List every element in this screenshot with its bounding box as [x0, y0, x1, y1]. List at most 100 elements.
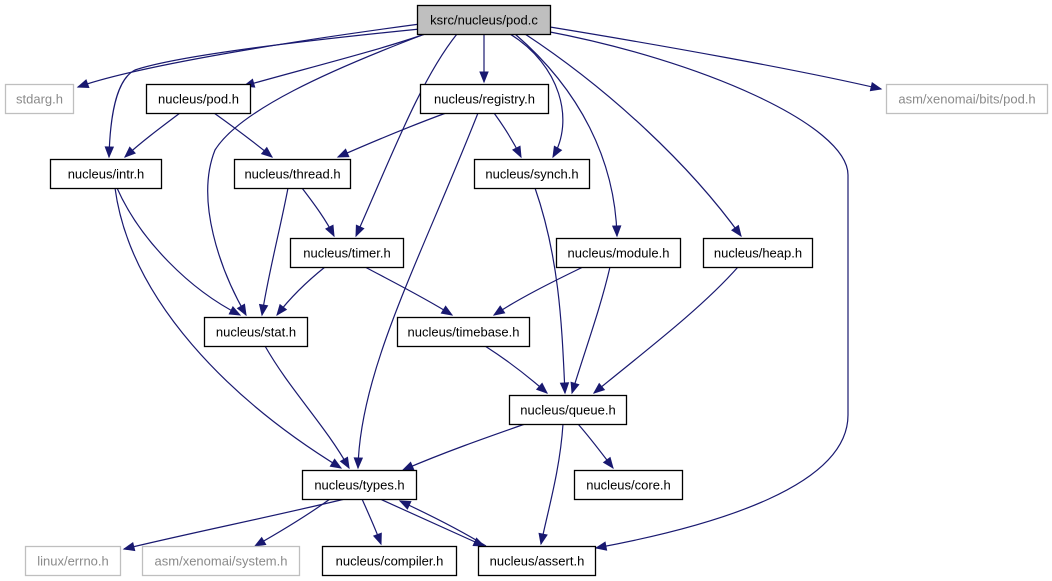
node-box: [555, 237, 682, 269]
node-label: nucleus/compiler.h: [336, 554, 444, 569]
node-box: [141, 545, 301, 577]
edge-module-to-queue: [570, 266, 611, 395]
node-module[interactable]: nucleus/module.h: [555, 237, 682, 269]
arrowhead: [122, 541, 136, 552]
arrowhead: [570, 381, 580, 395]
edge-thread-to-stat: [258, 187, 289, 317]
edge-queue-to-core: [577, 423, 614, 470]
node-types[interactable]: nucleus/types.h: [301, 469, 418, 501]
edge-pod_h-to-thread: [213, 112, 274, 158]
arrowhead: [611, 225, 622, 238]
node-label: nucleus/synch.h: [485, 167, 578, 182]
arrowhead: [336, 148, 350, 158]
node-label: nucleus/thread.h: [244, 167, 340, 182]
arrowhead: [559, 382, 570, 395]
node-label: nucleus/timebase.h: [407, 325, 519, 340]
arrowhead: [372, 532, 382, 546]
edge-queue-to-types: [401, 423, 526, 471]
arrowhead: [276, 303, 288, 317]
arrowhead: [353, 457, 364, 470]
node-box: [4, 83, 75, 115]
edge-root-to-assert: [544, 30, 849, 551]
edge-stat-to-types: [264, 345, 350, 470]
node-registry[interactable]: nucleus/registry.h: [419, 83, 550, 115]
node-pod-h[interactable]: nucleus/pod.h: [145, 83, 252, 115]
node-box: [419, 83, 550, 115]
node-label: linux/errno.h: [37, 554, 109, 569]
arrowhead: [104, 146, 115, 159]
node-intr[interactable]: nucleus/intr.h: [49, 158, 163, 190]
edge-types-to-assert: [379, 498, 486, 547]
edge-pod_h-to-intr: [124, 112, 181, 158]
arrowhead: [325, 224, 335, 238]
node-system[interactable]: asm/xenomai/system.h: [141, 545, 301, 577]
edge-root-to-stat: [207, 33, 426, 317]
node-thread[interactable]: nucleus/thread.h: [233, 158, 352, 190]
edge-root-to-timer: [355, 33, 458, 238]
node-compiler[interactable]: nucleus/compiler.h: [321, 545, 458, 577]
arrowhead: [258, 303, 269, 317]
edge-timer-to-timebase: [364, 266, 454, 316]
edge-intr-to-stat: [116, 187, 242, 316]
node-box: [145, 83, 252, 115]
node-box: [396, 316, 531, 348]
edge-root-to-pod_h: [242, 33, 426, 88]
arrowhead: [492, 305, 506, 316]
edge-types-to-compiler: [361, 498, 382, 546]
arrowhead: [731, 224, 742, 238]
node-label: asm/xenomai/system.h: [155, 554, 288, 569]
node-box: [508, 394, 628, 426]
arrowhead: [552, 145, 563, 159]
arrowhead: [339, 456, 350, 470]
node-label: nucleus/stat.h: [216, 325, 296, 340]
edge-root-to-registry: [479, 34, 489, 84]
node-asm-pod[interactable]: asm/xenomai/bits/pod.h: [885, 83, 1049, 115]
edge-registry-to-thread: [336, 112, 447, 158]
edge-heap-to-queue: [592, 266, 739, 394]
node-label: nucleus/core.h: [586, 478, 671, 493]
node-timer[interactable]: nucleus/timer.h: [289, 237, 405, 269]
edge-types-to-errno: [122, 498, 346, 552]
arrowhead: [329, 458, 343, 469]
node-errno[interactable]: linux/errno.h: [24, 545, 122, 577]
edge-root-to-synch: [509, 33, 564, 159]
node-timebase[interactable]: nucleus/timebase.h: [396, 316, 531, 348]
node-box: [24, 545, 122, 577]
node-label: nucleus/intr.h: [68, 167, 145, 182]
edge-module-to-timebase: [492, 266, 584, 316]
arrowhead: [535, 382, 549, 394]
node-stdarg[interactable]: stdarg.h: [4, 83, 75, 115]
nodes-layer: ksrc/nucleus/pod.c stdarg.h nucleus/pod.h n…: [4, 4, 1049, 577]
node-box: [321, 545, 458, 577]
edge-types-to-system: [253, 498, 331, 547]
node-synch[interactable]: nucleus/synch.h: [473, 158, 591, 190]
edge-root-to-module: [514, 33, 622, 238]
node-box: [702, 237, 814, 269]
edge-synch-to-queue: [534, 187, 570, 395]
arrowhead: [512, 145, 522, 159]
node-box: [885, 83, 1049, 115]
node-assert[interactable]: nucleus/assert.h: [477, 545, 597, 577]
edge-thread-to-timer: [301, 187, 335, 238]
node-box: [477, 545, 597, 577]
node-stat[interactable]: nucleus/stat.h: [203, 316, 309, 348]
node-box: [203, 316, 309, 348]
arrowhead: [440, 305, 454, 316]
node-label: nucleus/timer.h: [303, 246, 390, 261]
node-box: [49, 158, 163, 190]
node-heap[interactable]: nucleus/heap.h: [702, 237, 814, 269]
arrowhead: [592, 382, 606, 394]
node-box: [289, 237, 405, 269]
node-queue[interactable]: nucleus/queue.h: [508, 394, 628, 426]
arrowhead: [76, 79, 90, 89]
edge-timer-to-stat: [276, 266, 326, 317]
node-root[interactable]: ksrc/nucleus/pod.c: [416, 4, 552, 36]
edge-intr-to-types: [114, 187, 343, 469]
arrowhead: [236, 303, 247, 317]
node-box: [573, 469, 684, 501]
node-core[interactable]: nucleus/core.h: [573, 469, 684, 501]
edges-layer: [76, 23, 883, 552]
node-label: ksrc/nucleus/pod.c: [430, 13, 538, 28]
arrowhead: [479, 71, 489, 84]
